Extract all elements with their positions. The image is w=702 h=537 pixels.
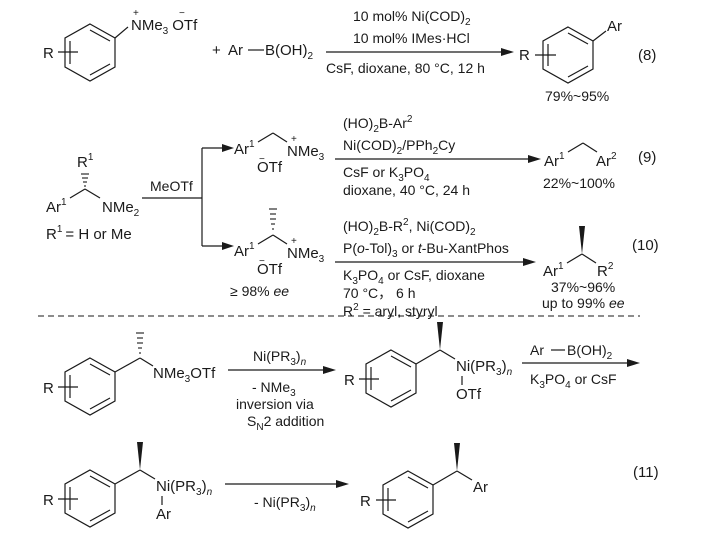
svg-text:Ni(PR3)n: Ni(PR3)n [456,358,513,378]
svg-text:+: + [291,134,297,145]
svg-text:R: R [43,492,54,509]
eq8-boronic-acid: Ar B(OH)2 [228,42,314,62]
eq8-condition-below: CsF, dioxane, 80 °C, 12 h [326,60,485,76]
svg-text:R1: R1 [77,152,94,171]
mech-step2-reagent: Ar B(OH)2 [530,342,613,362]
eq10-condition-3: K3PO4 or CsF, dioxane [343,267,485,287]
svg-text:R: R [43,380,54,397]
eq10-condition-5: R2 = aryl, styryl [343,302,438,319]
eq10-condition-4: 70 °C， 6 h [343,285,416,301]
svg-text:R2: R2 [597,261,614,280]
eq10-product: Ar1 R2 [543,226,614,280]
svg-text:Ar2: Ar2 [596,151,617,170]
eq9-condition-4: dioxane, 40 °C, 24 h [343,182,470,198]
svg-text:OTf: OTf [257,261,283,278]
eq10-number: (10) [632,237,659,254]
svg-text:Ar: Ar [530,342,544,358]
mech-step3-arrow [225,480,349,488]
svg-text:Ar1: Ar1 [234,139,255,158]
wedge-bond [579,226,585,254]
eq9-number: (9) [638,149,656,166]
r-label: R [43,45,54,62]
mech-step2-base: K3PO4 or CsF [530,371,617,391]
eq9-condition-2: Ni(COD)2/PPh2Cy [343,137,455,157]
eq10-ee: up to 99% ee [542,295,625,311]
mech-step1-note-2: SN2 addition [247,413,324,433]
mech-step1-byproduct: - NMe3 [252,379,296,399]
mech-step1-note: inversion via [236,396,314,412]
svg-text:OTf: OTf [456,386,482,403]
eq10-condition-2: P(o-Tol)3 or t-Bu-XantPhos [343,240,509,260]
svg-text:B(OH)2: B(OH)2 [265,42,314,62]
eq9-condition-3: CsF or K3PO4 [343,164,430,184]
mech-step1-catalyst: Ni(PR3)n [253,348,307,368]
svg-text:R: R [360,493,371,510]
svg-text:Ar1: Ar1 [544,151,565,170]
svg-text:Ar: Ar [607,18,622,35]
start-amine: Ar1 R1 NMe2 [46,152,140,219]
svg-text:R: R [519,47,530,64]
svg-text:OTf: OTf [257,159,283,176]
svg-text:Ar: Ar [228,42,243,59]
svg-text:NMe3OTf: NMe3OTf [153,365,216,385]
svg-text:NMe3: NMe3 [287,143,325,163]
eq9-product: Ar1 Ar2 [544,142,617,170]
eq10-arrow [335,258,536,266]
svg-text:Ar: Ar [156,506,171,523]
svg-text:+: + [291,236,297,247]
svg-text:NMe2: NMe2 [102,199,140,219]
mech-complex2: R Ni(PR3)n Ar [43,442,213,528]
eq9-condition-1: (HO)2B-Ar2 [343,114,413,135]
plus-sign: + [212,42,221,59]
svg-text:Ar: Ar [473,479,488,496]
mech-complex1: R Ni(PR3)n OTf [344,322,513,408]
meotf-reagent: MeOTf [150,178,193,194]
svg-text:B(OH)2: B(OH)2 [567,342,613,362]
svg-text:R: R [344,372,355,389]
minus-charge: − [179,8,185,19]
mech-step3-byproduct: - Ni(PR3)n [254,494,316,514]
eq10-intermediate-ee: ≥ 98% ee [230,283,289,299]
eq9-yield: 22%~100% [543,175,615,191]
mech-step2-arrow [522,359,640,367]
eq9-arrow [335,155,541,163]
svg-text:−: − [259,154,265,165]
eq11-number: (11) [633,464,659,481]
svg-text:Ar1: Ar1 [234,241,255,260]
eq8-condition-2: 10 mol% IMes·HCl [353,30,470,46]
eq10-intermediate: Ar1 NMe3 + OTf − [234,208,325,278]
mech-step1-arrow [228,366,336,374]
mech-substrate: R NMe3OTf [43,332,216,416]
svg-text:Ar1: Ar1 [46,197,67,216]
meotf-arrow [142,144,234,250]
plus-charge: + [133,8,139,19]
svg-text:Ar1: Ar1 [543,261,564,280]
mech-product: R Ar [360,443,488,529]
eq8-condition-1: 10 mol% Ni(COD)2 [353,8,471,28]
eq8-arrow [326,48,514,56]
svg-text:−: − [259,256,265,267]
eq8-yield: 79%~95% [545,88,609,104]
eq8-product: R Ar [519,18,622,84]
eq10-yield: 37%~96% [551,279,615,295]
eq8-number: (8) [638,47,656,64]
svg-text:Ni(PR3)n: Ni(PR3)n [156,478,213,498]
eq10-condition-1: (HO)2B-R2, Ni(COD)2 [343,217,476,238]
eq9-intermediate: Ar1 NMe3 + OTf − [234,132,325,176]
r1-definition: R1= H or Me [46,224,132,243]
svg-text:NMe3: NMe3 [287,245,325,265]
